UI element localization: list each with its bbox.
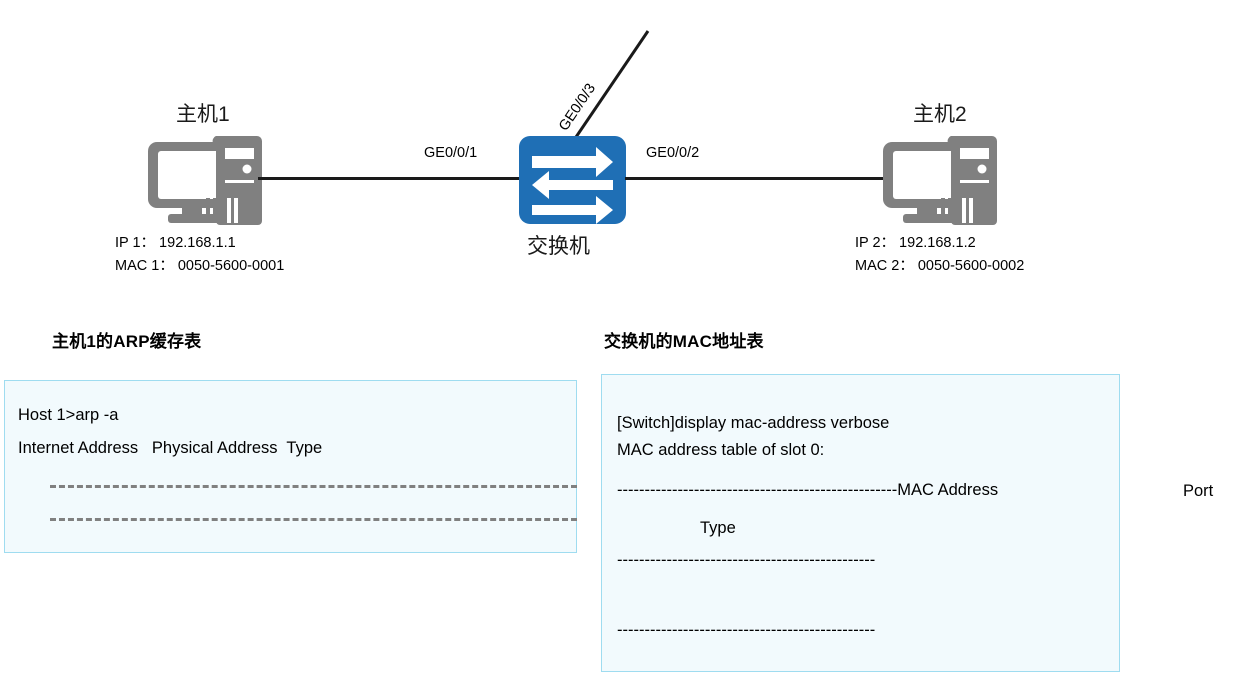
- host1-ip-line: IP 1： 192.168.1.1: [115, 235, 236, 251]
- host1-title: 主机1: [176, 103, 230, 126]
- host2-mac-line: MAC 2： 0050-5600-0002: [855, 258, 1025, 274]
- host2-computer-icon: [881, 136, 998, 226]
- host2-title: 主机2: [913, 103, 967, 126]
- port-label-ge0-0-2: GE0/0/2: [646, 145, 700, 161]
- host1-mac-line: MAC 1： 0050-5600-0001: [115, 258, 285, 274]
- mac-slot-line: MAC address table of slot 0:: [617, 441, 825, 459]
- host2-ip-line: IP 2： 192.168.1.2: [855, 235, 976, 251]
- switch-icon: [519, 136, 626, 224]
- mac-panel: [601, 374, 1120, 672]
- mac-panel-heading: 交换机的MAC地址表: [604, 332, 764, 351]
- mac-command-line: [Switch]display mac-address verbose: [617, 414, 890, 432]
- port-label-ge0-0-1: GE0/0/1: [424, 145, 478, 161]
- arp-command-line: Host 1>arp -a: [18, 406, 119, 424]
- arp-divider-top: [50, 485, 577, 488]
- mac-rule-mid: ----------------------------------------…: [617, 551, 876, 569]
- host1-computer-icon: [146, 136, 263, 226]
- arp-panel-heading: 主机1的ARP缓存表: [52, 332, 202, 351]
- arp-divider-bottom: [50, 518, 577, 521]
- arp-column-headers: Internet Address Physical Address Type: [18, 439, 323, 457]
- mac-port-column-label: Port: [1183, 482, 1214, 500]
- arp-panel: [4, 380, 577, 553]
- mac-type-column-label: Type: [700, 519, 736, 537]
- link-host1-switch: [258, 177, 520, 180]
- link-switch-uplink: [572, 30, 650, 141]
- mac-rule-bottom: ----------------------------------------…: [617, 621, 876, 639]
- link-switch-host2: [625, 177, 887, 180]
- mac-rule-top: ----------------------------------------…: [617, 481, 999, 499]
- switch-caption: 交换机: [527, 235, 590, 258]
